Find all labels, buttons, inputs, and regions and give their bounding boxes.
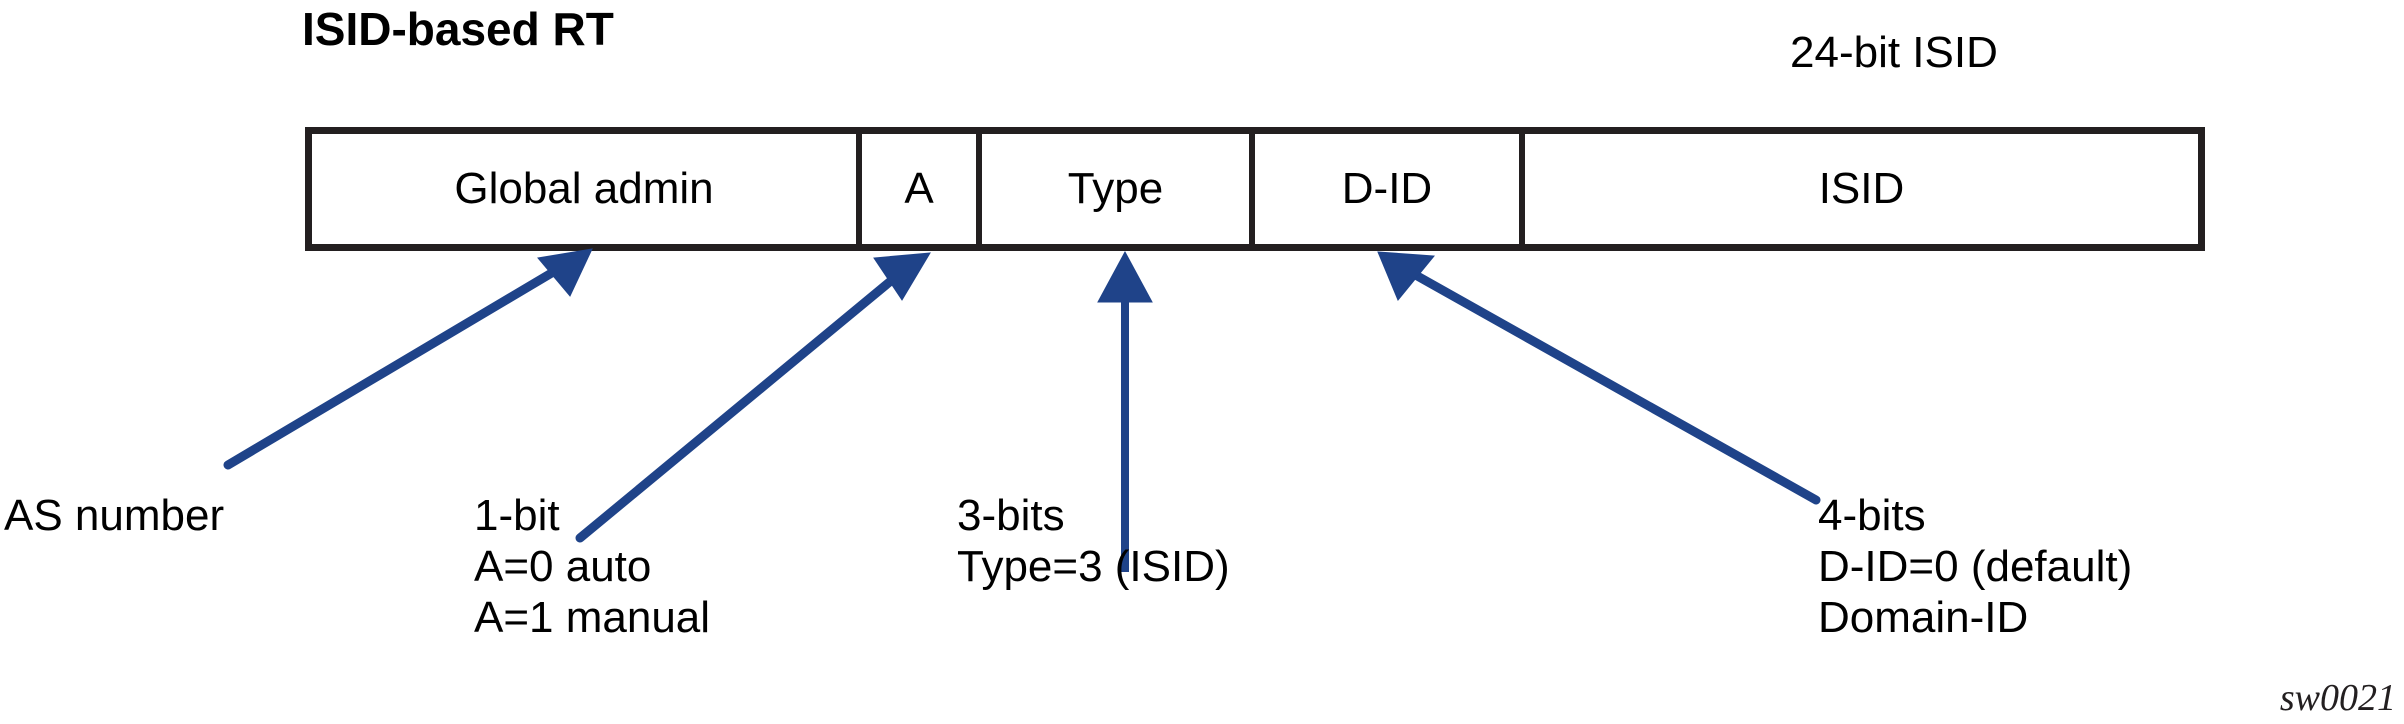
field-cell-d-id: D-ID xyxy=(1255,134,1525,244)
field-cell-type: Type xyxy=(982,134,1255,244)
note-line: Type=3 (ISID) xyxy=(957,542,1230,591)
note-line: 4-bits xyxy=(1818,491,1926,540)
isid-width-caption: 24-bit ISID xyxy=(1790,28,1998,77)
arrow-to-did-field xyxy=(1377,251,1821,505)
note-line: AS number xyxy=(4,491,225,540)
note-a-bit: 1-bit A=0 auto A=1 manual xyxy=(474,490,710,643)
field-label-isid: ISID xyxy=(1818,164,1905,213)
figure-id-watermark: sw0021 xyxy=(2279,677,2396,719)
field-label-a: A xyxy=(904,164,934,213)
note-line: D-ID=0 (default) xyxy=(1818,542,2133,591)
note-line: Domain-ID xyxy=(1818,593,2029,642)
arrow-to-global-admin xyxy=(223,248,593,470)
page-title: ISID-based RT xyxy=(302,3,614,55)
field-label-d-id: D-ID xyxy=(1341,164,1433,213)
field-cell-global-admin: Global admin xyxy=(312,134,862,244)
note-as-number: AS number xyxy=(4,490,224,541)
route-target-field-box: Global admin A Type D-ID ISID xyxy=(305,127,2205,251)
note-type-bits: 3-bits Type=3 (ISID) xyxy=(957,490,1230,592)
note-did-bits: 4-bits D-ID=0 (default) Domain-ID xyxy=(1818,490,2132,643)
field-cell-a: A xyxy=(862,134,982,244)
note-line: 3-bits xyxy=(957,491,1065,540)
field-cell-isid: ISID xyxy=(1525,134,2198,244)
field-label-type: Type xyxy=(1067,164,1164,213)
field-label-global-admin: Global admin xyxy=(454,164,714,213)
note-line: A=1 manual xyxy=(474,593,711,642)
note-line: 1-bit xyxy=(474,491,560,540)
note-line: A=0 auto xyxy=(474,542,652,591)
